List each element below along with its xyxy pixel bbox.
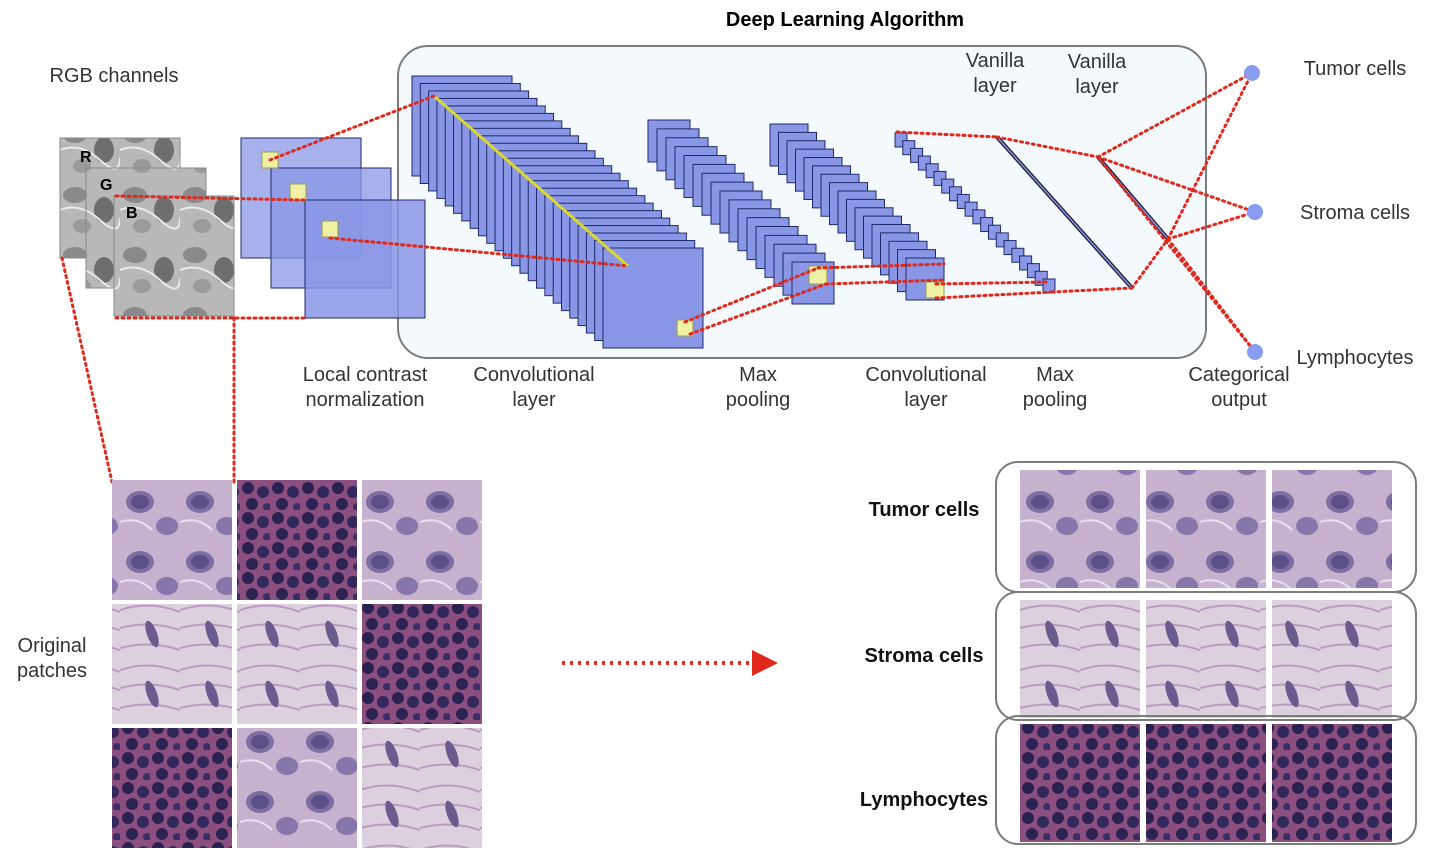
lcn-map-3 — [304, 199, 426, 319]
classified-patch-tumor — [1272, 470, 1392, 588]
lcn-label-line1: Local contrast — [303, 364, 428, 386]
vanilla1-label-line2: layer — [973, 75, 1017, 97]
classified-patch-lymphocyte — [1020, 724, 1140, 842]
classified-label-stroma: Stroma cells — [865, 645, 984, 667]
rgb-channel-stack: R G B — [59, 137, 235, 317]
channel-b-label: B — [126, 205, 138, 222]
lcn-label-line2: normalization — [306, 389, 425, 411]
vanilla1-label-line1: Vanilla — [966, 50, 1025, 72]
conv1-label-line2: layer — [512, 389, 556, 411]
classified-patch-stroma — [1020, 600, 1140, 718]
original-patch-tumor — [112, 480, 232, 600]
output-caption-line2: output — [1211, 389, 1267, 411]
conv2-label-line2: layer — [904, 389, 948, 411]
classified-label-tumor: Tumor cells — [869, 499, 980, 521]
original-patch-stroma — [112, 604, 232, 724]
original-patches-caption-line2: patches — [17, 660, 87, 682]
pool1-label-line2: pooling — [726, 389, 791, 411]
original-patch-lymphocyte — [237, 480, 357, 600]
original-patch-stroma — [237, 604, 357, 724]
channel-g-label: G — [100, 177, 112, 194]
pool2-label-line2: pooling — [1023, 389, 1088, 411]
original-patch-stroma — [362, 728, 482, 848]
pool1-label-line1: Max — [739, 364, 777, 386]
conv2-label-line1: Convolutional — [865, 364, 986, 386]
output-label-tumor: Tumor cells — [1304, 58, 1407, 80]
diagram-title: Deep Learning Algorithm — [726, 9, 964, 31]
conv1-kernel — [676, 319, 694, 337]
lcn-kernel-3 — [321, 220, 339, 238]
original-patches-grid — [112, 480, 482, 848]
conv2-feature-maps — [769, 123, 945, 301]
classified-patch-lymphocyte — [1272, 724, 1392, 842]
classified-group-frame — [995, 715, 1417, 845]
classified-groups — [995, 461, 1417, 845]
classified-patch-lymphocyte — [1146, 724, 1266, 842]
conv1-receptive-line — [433, 94, 629, 268]
original-patch-tumor — [362, 480, 482, 600]
rgb-caption: RGB channels — [50, 65, 179, 87]
channel-r-label: R — [80, 149, 92, 166]
connection-lines — [60, 71, 1257, 484]
pool2-label-line1: Max — [1036, 364, 1074, 386]
classified-patch-stroma — [1146, 600, 1266, 718]
original-patch-lymphocyte — [112, 728, 232, 848]
conv1-label-line1: Convolutional — [473, 364, 594, 386]
original-patches-caption-line1: Original — [18, 635, 87, 657]
output-label-stroma: Stroma cells — [1300, 202, 1410, 224]
classified-patch-tumor — [1146, 470, 1266, 588]
original-patch-lymphocyte — [362, 604, 482, 724]
lcn-kernel-2 — [289, 183, 307, 201]
classified-group-frame — [995, 591, 1417, 721]
output-caption-line1: Categorical — [1188, 364, 1289, 386]
original-patch-tumor — [237, 728, 357, 848]
output-node-lymphocytes — [1247, 344, 1263, 360]
vanilla-layer-1-fill — [996, 136, 1133, 289]
classified-label-lymphocytes: Lymphocytes — [860, 789, 988, 811]
vanilla2-label-line1: Vanilla — [1068, 51, 1127, 73]
output-node-tumor — [1244, 65, 1260, 81]
channel-b-image — [113, 195, 235, 317]
classified-patch-stroma — [1272, 600, 1392, 718]
output-node-stroma — [1247, 204, 1263, 220]
output-label-lymphocytes: Lymphocytes — [1296, 347, 1413, 369]
vanilla2-label-line2: layer — [1075, 76, 1119, 98]
classification-arrow-head — [752, 650, 778, 676]
classified-patch-tumor — [1020, 470, 1140, 588]
